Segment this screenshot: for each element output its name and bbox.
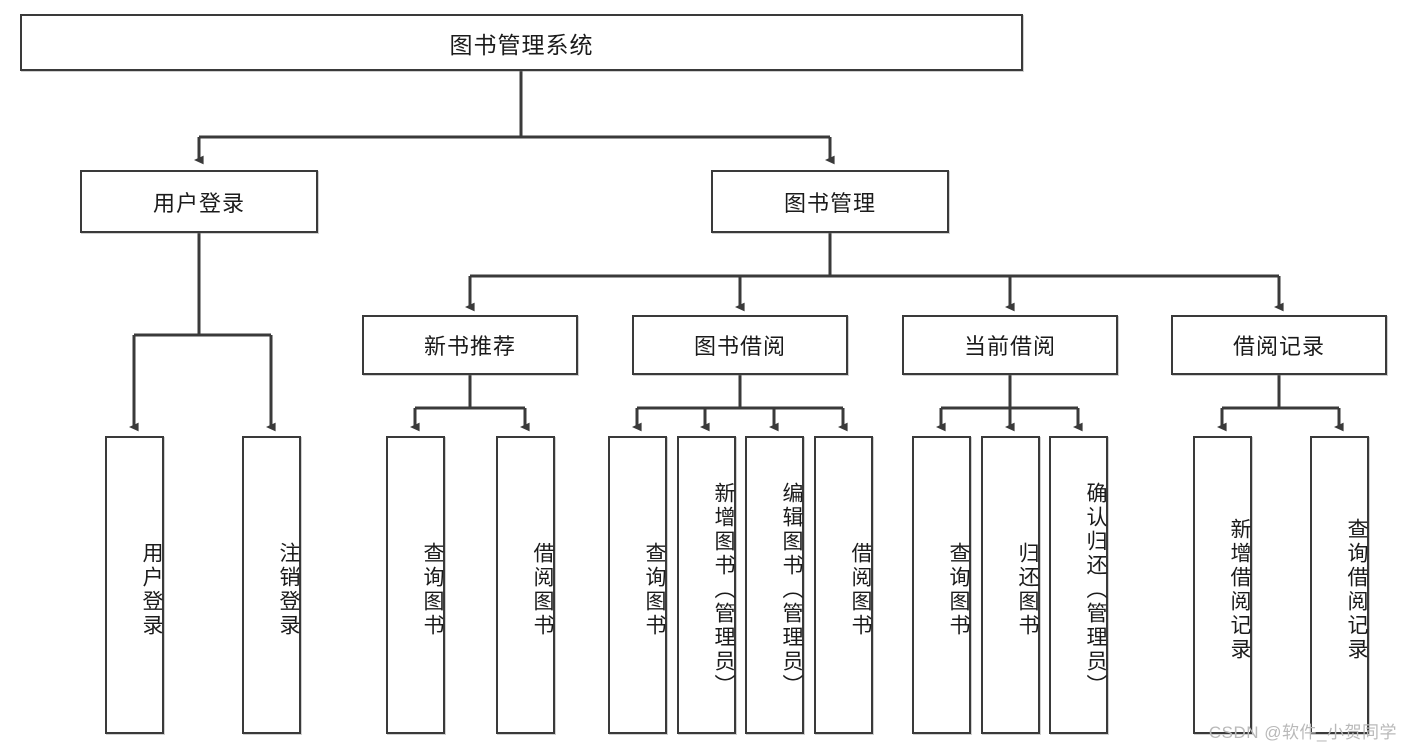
node-borrow-record[interactable]: 借阅记录 [1171, 315, 1387, 375]
node-leaf-add-book-admin[interactable]: 新增图书（管理员） [677, 436, 736, 734]
node-leaf-user-login[interactable]: 用户登录 [105, 436, 164, 734]
node-label: 注销登录 [277, 542, 300, 638]
node-current-borrow[interactable]: 当前借阅 [902, 315, 1118, 375]
node-root-book-management-system[interactable]: 图书管理系统 [20, 14, 1023, 71]
watermark-csdn: CSDN @软件_小贺同学 [1208, 723, 1397, 742]
node-label: 新增图书（管理员） [712, 482, 735, 698]
node-label: 编辑图书（管理员） [780, 482, 803, 698]
node-label: 新增借阅记录 [1228, 518, 1251, 662]
node-label: 确认归还（管理员） [1084, 482, 1107, 698]
node-book-borrow[interactable]: 图书借阅 [632, 315, 848, 375]
node-leaf-add-borrow-record[interactable]: 新增借阅记录 [1193, 436, 1252, 734]
node-label: 用户登录 [140, 542, 163, 638]
node-label: 图书管理系统 [449, 31, 594, 58]
node-label: 借阅图书 [849, 542, 872, 638]
node-label: 查询图书 [643, 542, 666, 638]
node-leaf-query-borrow-record[interactable]: 查询借阅记录 [1310, 436, 1369, 734]
node-leaf-query-book-current[interactable]: 查询图书 [912, 436, 971, 734]
node-user-login[interactable]: 用户登录 [80, 170, 318, 233]
node-leaf-confirm-return-admin[interactable]: 确认归还（管理员） [1049, 436, 1108, 734]
node-label: 查询图书 [421, 542, 444, 638]
node-label: 查询借阅记录 [1345, 518, 1368, 662]
node-label: 图书借阅 [693, 334, 786, 359]
node-new-book-recommend[interactable]: 新书推荐 [362, 315, 578, 375]
node-book-management[interactable]: 图书管理 [711, 170, 949, 233]
node-label: 借阅图书 [531, 542, 554, 638]
node-label: 用户登录 [152, 190, 245, 216]
node-label: 借阅记录 [1232, 334, 1325, 359]
node-leaf-query-book-borrow[interactable]: 查询图书 [608, 436, 667, 734]
node-leaf-borrow-book-recommend[interactable]: 借阅图书 [496, 436, 555, 734]
node-label: 查询图书 [947, 542, 970, 638]
node-label: 新书推荐 [423, 334, 516, 359]
node-leaf-logout[interactable]: 注销登录 [242, 436, 301, 734]
node-leaf-edit-book-admin[interactable]: 编辑图书（管理员） [745, 436, 804, 734]
node-leaf-return-book[interactable]: 归还图书 [981, 436, 1040, 734]
node-leaf-borrow-book[interactable]: 借阅图书 [814, 436, 873, 734]
node-label: 图书管理 [783, 190, 876, 216]
node-label: 归还图书 [1016, 542, 1039, 638]
node-leaf-query-book-recommend[interactable]: 查询图书 [386, 436, 445, 734]
node-label: 当前借阅 [963, 334, 1056, 359]
